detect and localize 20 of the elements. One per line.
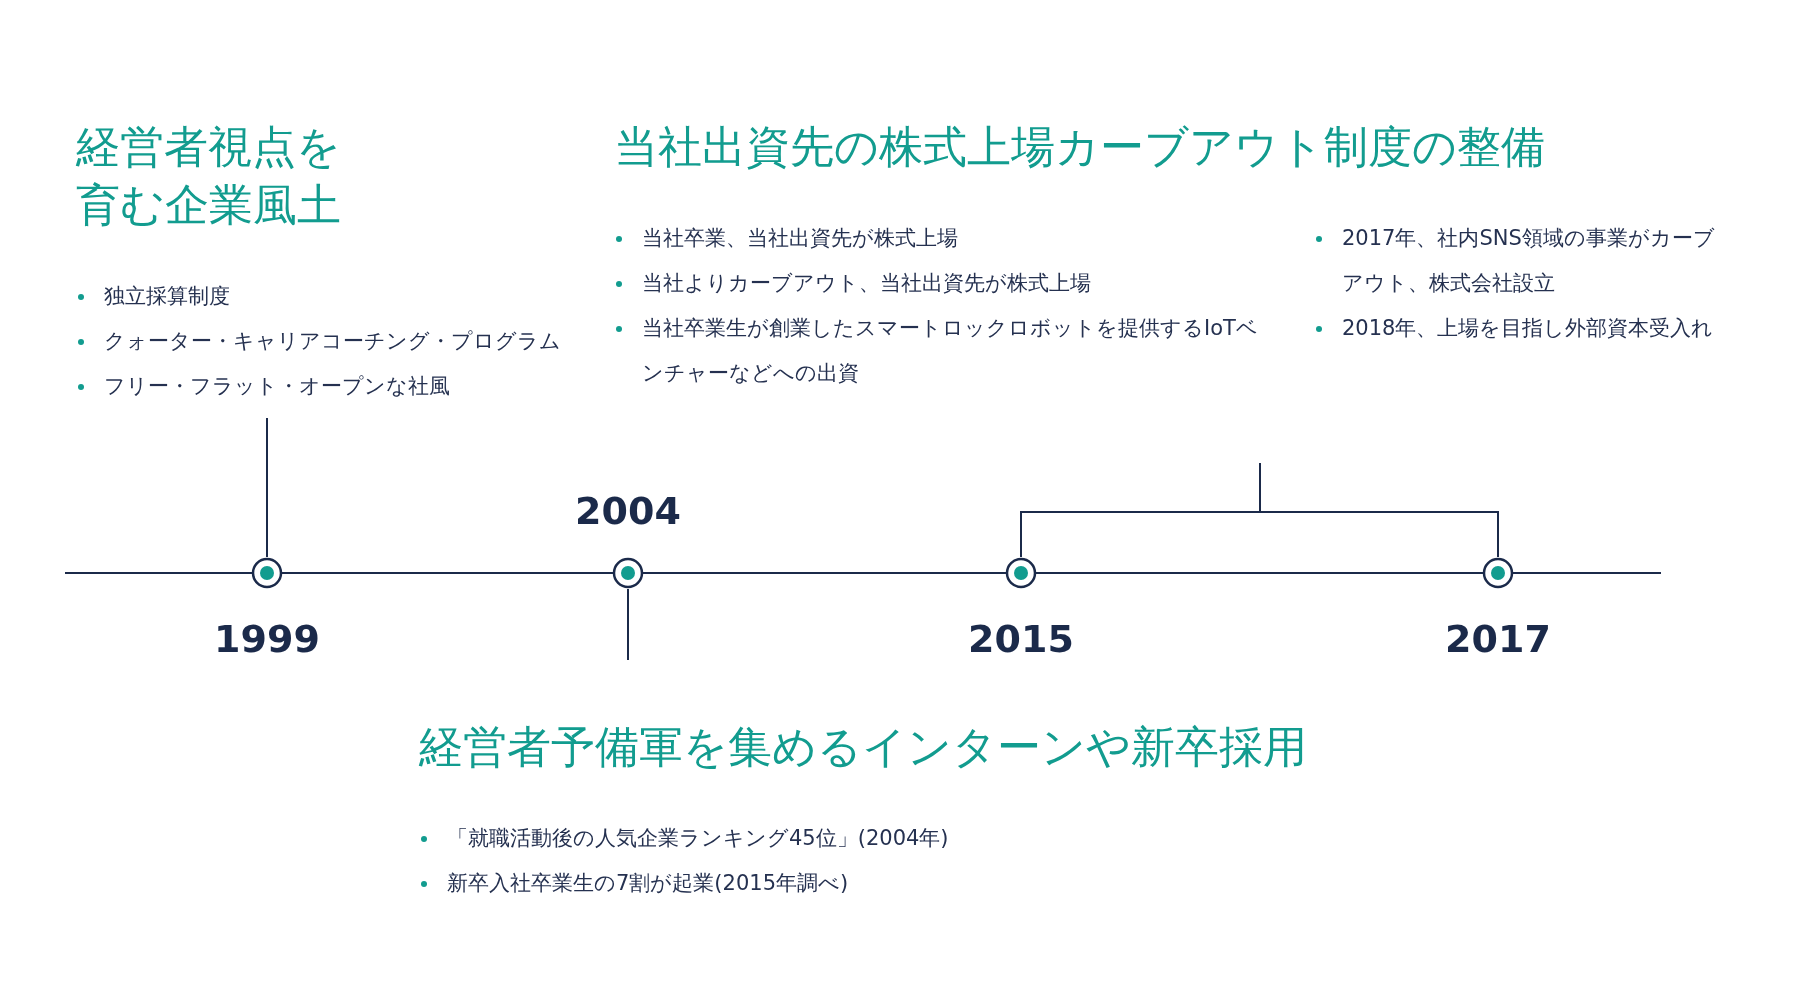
year-label: 2004	[574, 489, 682, 533]
year-label: 1999	[213, 617, 321, 661]
bullet-item: 新卒入社卒業生の7割が起業(2015年調べ)	[419, 861, 949, 906]
leader-line	[266, 417, 268, 558]
bullet-item: クォーター・キャリアコーチング・プログラム	[76, 319, 561, 364]
year-label: 2017	[1444, 617, 1552, 661]
section-heading: 経営者予備軍を集めるインターンや新卒採用	[419, 720, 1308, 774]
bullet-item: 当社卒業、当社出資先が株式上場	[614, 216, 1274, 261]
bullet-item: 当社卒業生が創業したスマートロックロボットを提供するIoTベンチャーなどへの出資	[614, 306, 1274, 396]
leader-line	[627, 588, 629, 661]
section-heading: 当社出資先の株式上場カーブアウト制度の整備	[614, 120, 1546, 174]
bullet-item: フリー・フラット・オープンな社風	[76, 364, 561, 409]
bullet-item: 当社よりカーブアウト、当社出資先が株式上場	[614, 261, 1274, 306]
section-heading: 経営者視点を育む企業風土	[76, 120, 342, 232]
year-label: 2015	[967, 617, 1075, 661]
bullet-item: 2017年、社内SNS領域の事業がカーブアウト、株式会社設立	[1314, 216, 1734, 306]
bullet-item: 「就職活動後の人気企業ランキング45位」(2004年)	[419, 816, 949, 861]
bullet-item: 独立採算制度	[76, 274, 561, 319]
bullet-item: 2018年、上場を目指し外部資本受入れ	[1314, 306, 1734, 351]
leader-line	[1259, 462, 1499, 558]
